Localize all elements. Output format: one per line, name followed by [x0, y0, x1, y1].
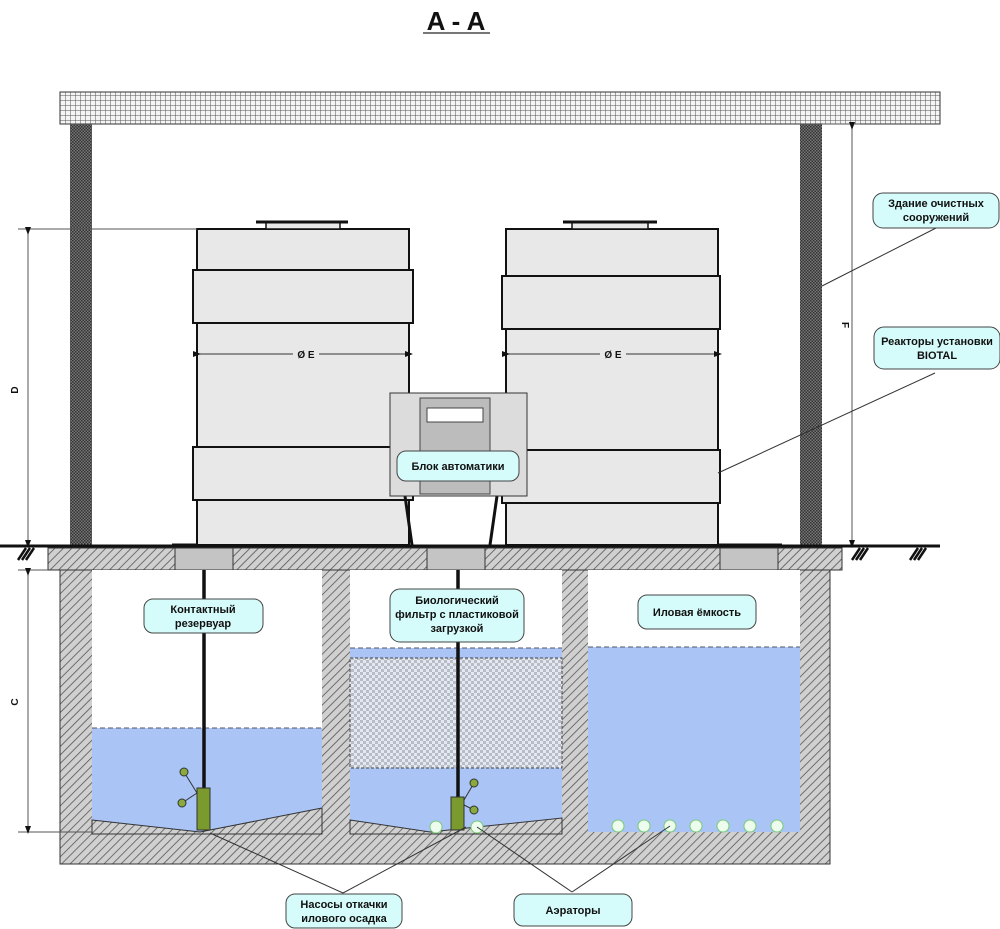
svg-text:Насосы откачки: Насосы откачки: [300, 899, 387, 911]
callout-sludge-tank: Иловая ёмкость: [637, 594, 757, 630]
svg-text:сооружений: сооружений: [903, 212, 969, 224]
leader-lines: [209, 225, 941, 894]
diameter-label-left: Ø E: [297, 350, 315, 361]
svg-text:Иловая ёмкость: Иловая ёмкость: [653, 607, 741, 619]
diameter-label-right: Ø E: [604, 350, 622, 361]
hatch-cover-3: [719, 547, 779, 571]
callout-automation: Блок автоматики: [396, 450, 520, 482]
callout-reactors: Реакторы установки BIOTAL: [873, 326, 1000, 370]
svg-text:BIOTAL: BIOTAL: [917, 350, 957, 362]
svg-text:Аэраторы: Аэраторы: [545, 905, 600, 917]
hatch-cover-2: [426, 547, 486, 571]
pump-1: [177, 767, 211, 831]
svg-text:фильтр с пластиковой: фильтр с пластиковой: [395, 609, 519, 621]
section-title: A - A: [427, 6, 486, 36]
svg-text:загрузкой: загрузкой: [431, 623, 484, 635]
dim-C-label: C: [10, 698, 21, 705]
callout-pumps: Насосы откачки илового осадка: [285, 893, 403, 929]
callout-aerators: Аэраторы: [513, 893, 633, 927]
aerators-group: [429, 819, 784, 834]
callout-bio-filter: Биологический фильтр с пластиковой загру…: [389, 588, 525, 643]
svg-text:Контактный: Контактный: [170, 604, 235, 616]
pump-2: [450, 778, 479, 831]
callout-contact-tank: Контактный резервуар: [143, 598, 264, 634]
right-column: [800, 124, 822, 546]
dim-F-label: F: [839, 322, 850, 328]
svg-text:Здание очистных: Здание очистных: [888, 198, 985, 210]
hatch-cover-1: [174, 547, 234, 571]
plastic-media: [349, 657, 563, 769]
ground-hatch-marks: [16, 547, 928, 561]
left-column: [70, 124, 92, 546]
dim-D-label: D: [10, 386, 21, 393]
reactor-left: [192, 220, 414, 546]
water-sludge: [588, 647, 800, 832]
roof: [59, 91, 941, 125]
svg-text:Биологический: Биологический: [415, 595, 499, 607]
callout-building: Здание очистных сооружений: [872, 192, 1000, 229]
svg-text:Реакторы установки: Реакторы установки: [881, 336, 993, 348]
svg-text:илового осадка: илового осадка: [301, 913, 387, 925]
reactor-right: [501, 220, 721, 546]
svg-text:Блок автоматики: Блок автоматики: [411, 461, 504, 473]
svg-text:резервуар: резервуар: [175, 618, 232, 630]
